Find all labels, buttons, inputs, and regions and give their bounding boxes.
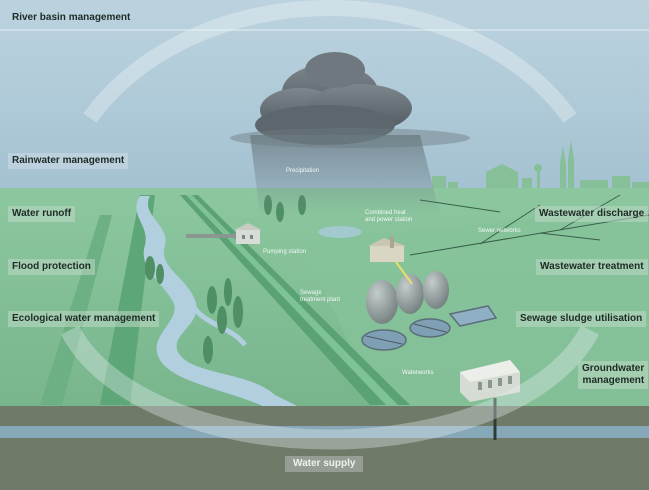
chp-station — [368, 236, 406, 262]
water-supply-label: Water supply — [285, 456, 364, 472]
ecological-water-management-label: Ecological water management — [8, 311, 160, 327]
pumping-station-label: Pumping station — [263, 249, 307, 255]
river — [136, 196, 305, 410]
chp-label-line2: and power station — [365, 217, 413, 223]
sewage-plant-line1: Sewage — [300, 290, 322, 296]
sewage-plant-line2: treatment plant — [300, 297, 341, 303]
clarifier-basins — [361, 305, 498, 351]
pumping-station-pipe — [186, 234, 236, 238]
gas-link — [395, 261, 413, 285]
chp-label-line1: Combined heat — [365, 210, 406, 216]
waterworks-building — [460, 360, 520, 402]
pumping-station-building — [234, 223, 262, 244]
sewage-sludge-utilisation-label: Sewage sludge utilisation — [516, 311, 647, 327]
retention-pond — [318, 226, 362, 238]
groundwater-layer — [0, 426, 649, 438]
water-cycle-arc-lower — [61, 325, 599, 450]
chp-station-label: Combined heat and power station — [365, 210, 412, 224]
river-basin-management-label: River basin management — [12, 12, 131, 23]
groundwater-management-label: Groundwater management — [578, 361, 649, 389]
wastewater-discharge-label: Wastewater discharge — [535, 206, 649, 222]
left-dyke — [100, 195, 155, 405]
flood-protection-label: Flood protection — [8, 259, 95, 275]
water-runoff-label: Water runoff — [8, 206, 76, 222]
water-cycle-arc — [83, 0, 577, 123]
wastewater-treatment-label: Wastewater treatment — [536, 259, 648, 275]
sewer-networks-label: Sewer networks — [478, 228, 521, 234]
waterworks-label: Waterworks — [402, 370, 434, 376]
soil-layer — [0, 406, 649, 490]
right-dyke-hl — [186, 195, 398, 405]
precipitation-label: Precipitation — [286, 168, 320, 174]
groundwater-label-line2: management — [582, 375, 645, 386]
sewage-treatment-plant-label: Sewage treatment plant — [300, 290, 340, 304]
digester-tanks — [366, 271, 449, 324]
rainwater-management-label: Rainwater management — [8, 153, 129, 169]
river-channel — [187, 298, 247, 347]
groundwater-label-line1: Groundwater — [582, 363, 645, 374]
rain — [250, 135, 440, 215]
